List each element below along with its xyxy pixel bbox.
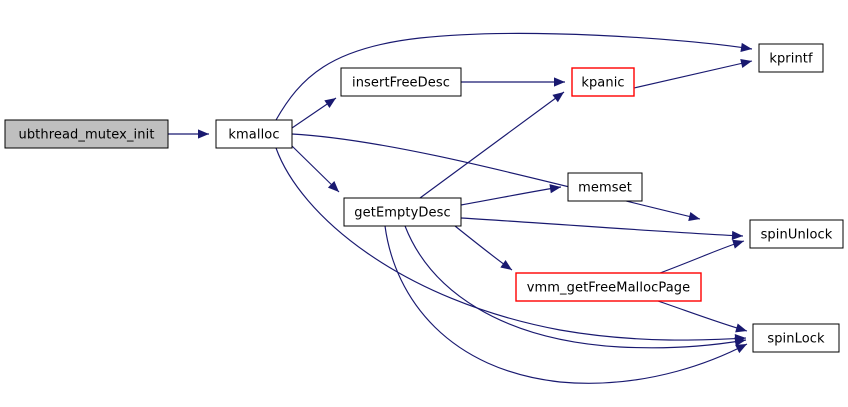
edge-kpanic-to-kprintf	[633, 58, 753, 89]
node-box[interactable]	[758, 43, 824, 73]
node-kmalloc[interactable]: kmalloc	[215, 119, 293, 149]
edge-line	[291, 133, 701, 220]
arrowhead-icon	[324, 98, 336, 108]
edge-line	[419, 91, 565, 199]
edge-getEmptyDesc-to-spinLock	[404, 225, 747, 349]
arrowhead-icon	[554, 77, 565, 87]
node-spinLock[interactable]: spinLock	[752, 323, 840, 353]
arrowhead-icon	[732, 239, 744, 249]
edge-kmalloc-to-insertFreeDesc	[291, 97, 337, 129]
node-ubthread_mutex_init[interactable]: ubthread_mutex_init	[4, 119, 169, 149]
edge-line	[275, 32, 753, 121]
arrowhead-icon	[327, 181, 339, 192]
edge-line	[404, 225, 747, 349]
edges-layer	[168, 32, 753, 384]
edge-kmalloc-to-kprintf	[275, 32, 753, 121]
arrowhead-icon	[734, 337, 746, 347]
arrowhead-icon	[500, 259, 512, 270]
edge-getEmptyDesc-to-spinUnlock	[460, 217, 744, 241]
edge-line	[460, 217, 744, 237]
edge-hitarea	[634, 61, 752, 88]
arrowhead-icon	[552, 92, 564, 103]
edge-getEmptyDesc-to-spinLock	[384, 225, 748, 384]
arrowhead-icon	[740, 58, 752, 68]
node-box[interactable]	[343, 197, 462, 227]
node-box[interactable]	[567, 172, 643, 202]
node-memset[interactable]: memset	[567, 172, 643, 202]
arrowhead-icon	[731, 230, 743, 241]
nodes-layer: ubthread_mutex_init kmalloc insertFreeDesc…	[4, 43, 844, 353]
node-box[interactable]	[515, 272, 702, 302]
edge-hitarea	[658, 301, 747, 331]
edge-hitarea	[461, 218, 743, 236]
arrowhead-icon	[198, 129, 209, 139]
edge-kmalloc-to-getEmptyDesc	[291, 145, 340, 193]
edge-getEmptyDesc-to-kpanic	[419, 91, 565, 199]
edge-kmalloc-to-spinUnlock	[291, 133, 701, 221]
edge-line	[275, 147, 747, 341]
arrowhead-icon	[735, 323, 747, 333]
arrowhead-icon	[549, 184, 561, 194]
node-box[interactable]	[749, 219, 844, 249]
arrowhead-icon	[688, 211, 700, 221]
node-kprintf[interactable]: kprintf	[758, 43, 824, 73]
edge-insertFreeDesc-to-kpanic	[461, 77, 565, 87]
edge-vmm_getFreeMallocPage-to-spinUnlock	[659, 239, 745, 274]
edge-getEmptyDesc-to-memset	[460, 184, 562, 206]
node-box[interactable]	[215, 119, 293, 149]
edge-line	[384, 225, 748, 384]
node-box[interactable]	[4, 119, 169, 149]
node-box[interactable]	[571, 67, 635, 97]
arrowhead-icon	[735, 344, 747, 354]
edge-vmm_getFreeMallocPage-to-spinLock	[657, 300, 748, 333]
edge-hitarea	[660, 241, 744, 273]
node-box[interactable]	[752, 323, 840, 353]
node-vmm_getFreeMallocPage[interactable]: vmm_getFreeMallocPage	[515, 272, 702, 302]
node-spinUnlock[interactable]: spinUnlock	[749, 219, 844, 249]
node-box[interactable]	[340, 67, 462, 97]
edge-getEmptyDesc-to-vmm_getFreeMallocPage	[454, 225, 513, 271]
edge-hitarea	[461, 187, 561, 205]
edge-line	[633, 60, 753, 89]
node-kpanic[interactable]: kpanic	[571, 67, 635, 97]
edge-hitarea	[385, 226, 747, 383]
arrowhead-icon	[740, 42, 752, 52]
edge-ubthread_mutex_init-to-kmalloc	[168, 129, 209, 139]
node-getEmptyDesc[interactable]: getEmptyDesc	[343, 197, 462, 227]
node-insertFreeDesc[interactable]: insertFreeDesc	[340, 67, 462, 97]
